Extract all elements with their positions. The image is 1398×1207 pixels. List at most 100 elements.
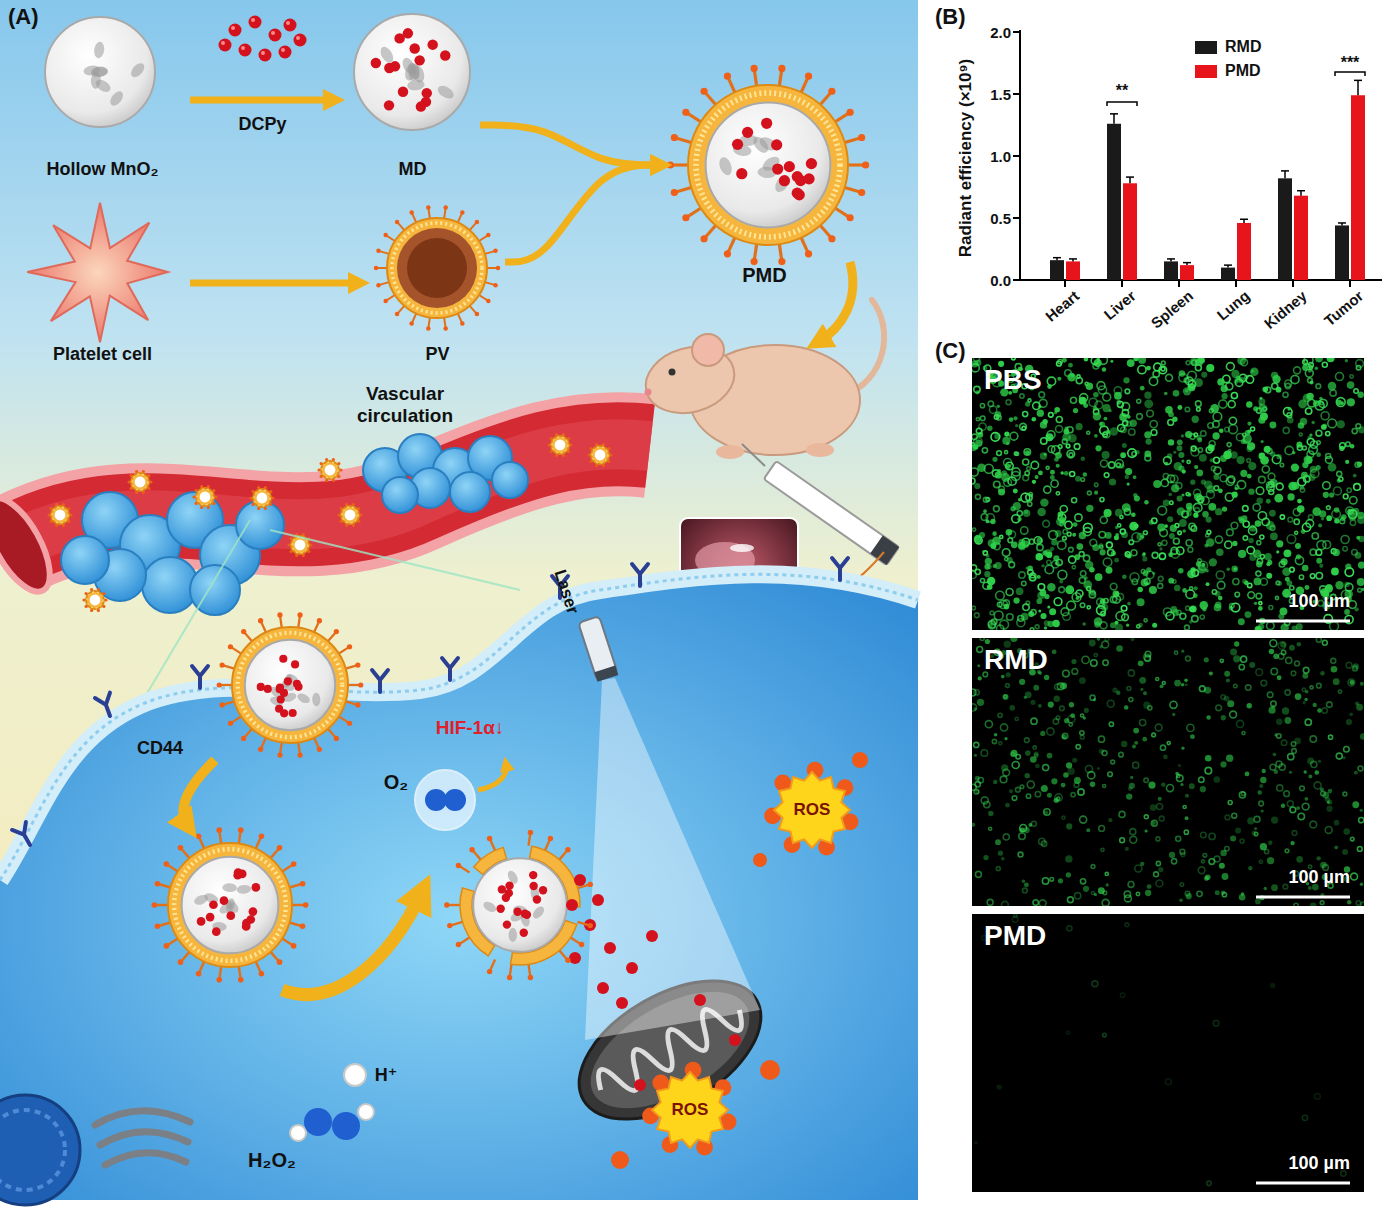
label-holder: 0.0	[990, 272, 1011, 289]
significance-mark: **	[1116, 82, 1128, 100]
edge-label-holder: DCPy	[238, 114, 286, 135]
fluorescence-image	[972, 638, 1364, 906]
item-box: Hollow MnO₂	[15, 12, 190, 180]
item-label: Hollow MnO₂	[47, 159, 159, 180]
mini-particle	[192, 485, 217, 509]
label-holder: Radiant efficiency (×10⁹)	[956, 59, 976, 257]
label-holder: Vascular circulation	[340, 383, 470, 427]
mouse	[638, 300, 884, 459]
label-holder: Kidney	[1261, 287, 1310, 332]
device-label: Laser	[549, 567, 582, 616]
label-holder: (A)	[8, 4, 39, 30]
legend-row: PMD	[1195, 62, 1261, 80]
legend-swatch	[1195, 65, 1217, 78]
panel-letter: (B)	[935, 4, 966, 30]
label-holder: Lung	[1214, 287, 1253, 324]
scale-label: 100 µm	[1289, 1153, 1350, 1174]
bar	[1180, 265, 1194, 280]
category-label: Spleen	[1147, 287, 1196, 332]
molecule-label: HIF-1α↓	[436, 717, 505, 739]
process-arrow	[480, 125, 662, 165]
bar	[1294, 196, 1308, 280]
bar	[1164, 261, 1178, 280]
label-holder: HIF-1α↓	[436, 717, 505, 739]
pmd-particle	[152, 827, 309, 982]
panel-heading: PMD	[984, 920, 1046, 952]
fluorescence-image	[972, 358, 1364, 630]
category-label: Tumor	[1321, 287, 1367, 329]
item-box: Platelet cell	[15, 205, 190, 365]
mini-particle	[127, 470, 152, 494]
bar	[1237, 223, 1251, 280]
ros-label: ROS	[794, 800, 831, 820]
label-holder: Liver	[1101, 287, 1139, 323]
panel-heading: RMD	[984, 644, 1048, 676]
md-particle	[354, 14, 470, 130]
legend-label: RMD	[1225, 38, 1261, 56]
label-holder: 0.5	[990, 210, 1011, 227]
axis-tick: 1.0	[990, 148, 1011, 165]
legend-row: RMD	[1195, 38, 1261, 56]
label-holder: (B)	[935, 4, 966, 30]
axis-tick: 1.5	[990, 86, 1011, 103]
label-holder: CD44	[137, 738, 183, 759]
category-label: Liver	[1101, 287, 1139, 323]
bar	[1107, 124, 1121, 280]
label-holder: H₂O₂	[248, 1149, 296, 1172]
bar	[1123, 183, 1137, 280]
item-box: PMD	[672, 75, 857, 287]
item-label: PV	[425, 344, 449, 365]
micrograph-panel: PBS100 µm	[972, 358, 1364, 630]
bar	[1335, 225, 1349, 280]
bar	[1221, 268, 1235, 280]
panel-letter: (C)	[935, 338, 966, 364]
broken-particle	[444, 830, 593, 980]
mini-particle	[47, 503, 72, 527]
pmd-particle	[667, 65, 869, 265]
scale-label: 100 µm	[1289, 867, 1350, 888]
fluorescence-image	[972, 914, 1364, 1192]
axis-tick: 0.0	[990, 272, 1011, 289]
bar	[1066, 261, 1080, 280]
platelet-cell	[27, 203, 168, 343]
bar	[1050, 260, 1064, 280]
molecule-label: H⁺	[375, 1064, 398, 1086]
pmd-particle	[217, 612, 364, 757]
significance-mark: ***	[1341, 54, 1360, 72]
item-label: PMD	[742, 264, 786, 287]
label-holder: ROS	[794, 800, 831, 820]
bar	[1278, 178, 1292, 280]
label-holder: (C)	[935, 338, 966, 364]
panel-heading: PBS	[984, 364, 1042, 396]
receptor-label: CD44	[137, 738, 183, 759]
mini-particle	[337, 503, 362, 527]
item-box: PV	[370, 205, 505, 365]
label-holder: Tumor	[1321, 287, 1367, 329]
edge-label: DCPy	[238, 114, 286, 135]
label-holder: Laser	[549, 567, 582, 616]
axis-tick: 2.0	[990, 24, 1011, 41]
label-holder: **	[1116, 82, 1128, 100]
label-holder: ROS	[672, 1100, 709, 1120]
category-label: Kidney	[1261, 287, 1310, 332]
pv-particle	[374, 205, 501, 330]
axis-title: Radiant efficiency (×10⁹)	[956, 59, 976, 257]
mini-particle	[587, 443, 612, 467]
item-box: MD	[345, 12, 480, 180]
label-holder: ***	[1341, 54, 1360, 72]
panel-letter: (A)	[8, 4, 39, 30]
process-arrow	[505, 165, 662, 262]
legend-label: PMD	[1225, 62, 1261, 80]
label-holder: 2.0	[990, 24, 1011, 41]
bar	[1351, 95, 1365, 280]
mini-particle	[547, 433, 572, 457]
label-holder: Heart	[1042, 287, 1082, 325]
item-label: Platelet cell	[53, 344, 152, 365]
region-label: Vascular circulation	[340, 383, 470, 427]
molecule-label: O₂	[384, 771, 408, 794]
hollow-particle	[45, 17, 155, 127]
label-holder: O₂	[384, 771, 408, 794]
process-arrow	[190, 97, 335, 104]
mini-particle	[249, 486, 274, 510]
label-holder: 1.0	[990, 148, 1011, 165]
